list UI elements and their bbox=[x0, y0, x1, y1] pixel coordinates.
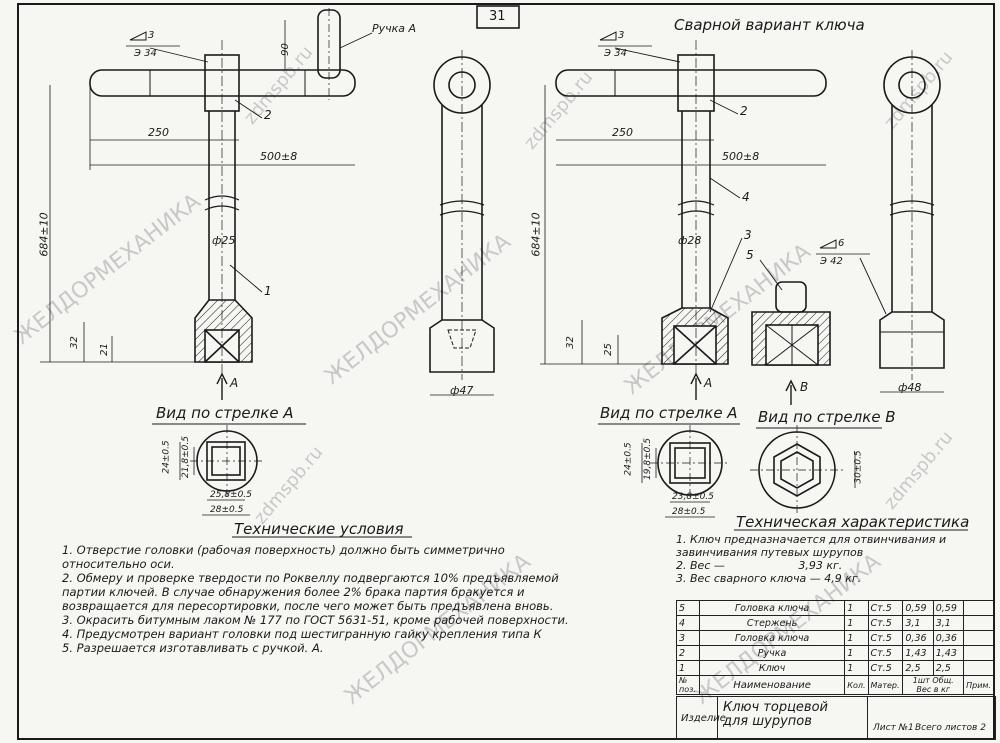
title-block-sheet: Лист №1 bbox=[873, 723, 914, 733]
part-5-head bbox=[751, 259, 831, 405]
dim-90: 90 bbox=[279, 43, 291, 56]
weld-symbol bbox=[819, 239, 837, 249]
view-a-left-label: Вид по стрелке А bbox=[156, 404, 294, 422]
dim-v30: 30±0.5 bbox=[853, 450, 864, 484]
dim-684-left: 684±10 bbox=[37, 212, 51, 257]
dim-v218: 21,8±0.5 bbox=[180, 436, 191, 478]
tech-spec-item: 2. Вес — 3,93 кг. bbox=[676, 559, 843, 572]
dim-v258: 25,8±0.5 bbox=[210, 490, 252, 500]
handle-a-label: Ручка А bbox=[372, 22, 417, 35]
tech-condition-item: 3. Окрасить битумным лаком № 177 по ГОСТ… bbox=[62, 613, 569, 627]
dim-500-left: 500±8 bbox=[260, 150, 298, 163]
title-block: Изделие Ключ торцевой для шурупов Лист №… bbox=[676, 696, 996, 740]
tech-spec-list: 1. Ключ предназначается для отвинчивания… bbox=[676, 533, 976, 585]
dim-500-right: 500±8 bbox=[722, 150, 760, 163]
sheet-frame bbox=[17, 3, 995, 740]
dim-d48: ф48 bbox=[898, 381, 922, 394]
right-key-side bbox=[859, 50, 945, 393]
dim-250-left: 250 bbox=[148, 126, 169, 139]
dim-25-right: 25 bbox=[602, 343, 614, 356]
weld-3-size: 6 bbox=[838, 238, 845, 249]
left-key-side bbox=[429, 50, 495, 396]
weld-symbol bbox=[129, 31, 147, 41]
dim-21: 21 bbox=[98, 343, 110, 356]
dim-v198: 19,8±0.5 bbox=[642, 438, 653, 480]
tech-condition-item: 4. Предусмотрен вариант головки под шест… bbox=[62, 627, 542, 641]
tech-conditions-list: 1. Отверстие головки (рабочая поверхност… bbox=[62, 543, 582, 655]
tech-spec-item: 1. Ключ предназначается для отвинчивания… bbox=[676, 533, 947, 559]
dim-v24-left: 24±0.5 bbox=[161, 440, 172, 474]
page-number-box bbox=[476, 5, 520, 29]
dim-d47: ф47 bbox=[450, 384, 474, 397]
view-b-hex-socket bbox=[750, 425, 856, 515]
view-a-right-label: Вид по стрелке А bbox=[600, 404, 738, 422]
dim-250-right: 250 bbox=[612, 126, 633, 139]
dim-32-right: 32 bbox=[564, 336, 576, 349]
view-a-right-socket bbox=[641, 425, 730, 518]
title-block-sheets-total: Всего листов 2 bbox=[915, 723, 986, 733]
dim-32-left: 32 bbox=[68, 336, 80, 349]
dim-v28-left: 28±0.5 bbox=[210, 505, 244, 515]
callout-4: 4 bbox=[742, 190, 750, 204]
tech-spec-item: 3. Вес сварного ключа — 4,9 кг. bbox=[676, 572, 862, 585]
dim-v238: 23,8±0.5 bbox=[672, 492, 714, 502]
callout-2-left: 2 bbox=[264, 108, 272, 122]
tech-conditions-heading: Технические условия bbox=[234, 520, 404, 538]
page-number: 31 bbox=[489, 9, 506, 24]
callout-5: 5 bbox=[746, 248, 754, 262]
weld-symbol bbox=[599, 31, 617, 41]
tech-spec-heading: Техническая характеристика bbox=[736, 513, 970, 531]
callout-2-right: 2 bbox=[740, 104, 748, 118]
dim-d28: ф28 bbox=[678, 234, 702, 247]
callout-1: 1 bbox=[264, 284, 272, 298]
dim-d25: ф25 bbox=[212, 234, 236, 247]
callout-3: 3 bbox=[744, 228, 752, 242]
weld-2-code: Э 34 bbox=[604, 48, 627, 59]
tech-condition-item: 1. Отверстие головки (рабочая поверхност… bbox=[62, 543, 505, 571]
arrow-a-right-label: А bbox=[704, 376, 713, 390]
view-a-left-socket bbox=[179, 425, 264, 516]
title-block-title: Ключ торцевой для шурупов bbox=[723, 700, 828, 729]
tech-condition-item: 5. Разрешается изготавливать с ручкой. А… bbox=[62, 641, 324, 655]
title-block-izdelie: Изделие bbox=[681, 713, 726, 724]
arrow-a-left-label: А bbox=[230, 376, 239, 390]
arrow-b-label: В bbox=[800, 380, 809, 394]
right-key-front bbox=[540, 40, 827, 400]
weld-1-size: 3 bbox=[148, 30, 155, 41]
welded-variant-heading: Сварной вариант ключа bbox=[674, 16, 865, 34]
weld-3-code: Э 42 bbox=[820, 256, 843, 267]
weld-1-code: Э 34 bbox=[134, 48, 157, 59]
dim-v24-right: 24±0.5 bbox=[623, 442, 634, 476]
dim-v28-right: 28±0.5 bbox=[672, 507, 706, 517]
tech-condition-item: 2. Обмеру и проверке твердости по Роквел… bbox=[62, 571, 559, 613]
weld-2-size: 3 bbox=[618, 30, 625, 41]
left-key-front bbox=[40, 8, 373, 400]
view-b-label: Вид по стрелке В bbox=[758, 408, 896, 426]
dim-684-right: 684±10 bbox=[529, 212, 543, 257]
